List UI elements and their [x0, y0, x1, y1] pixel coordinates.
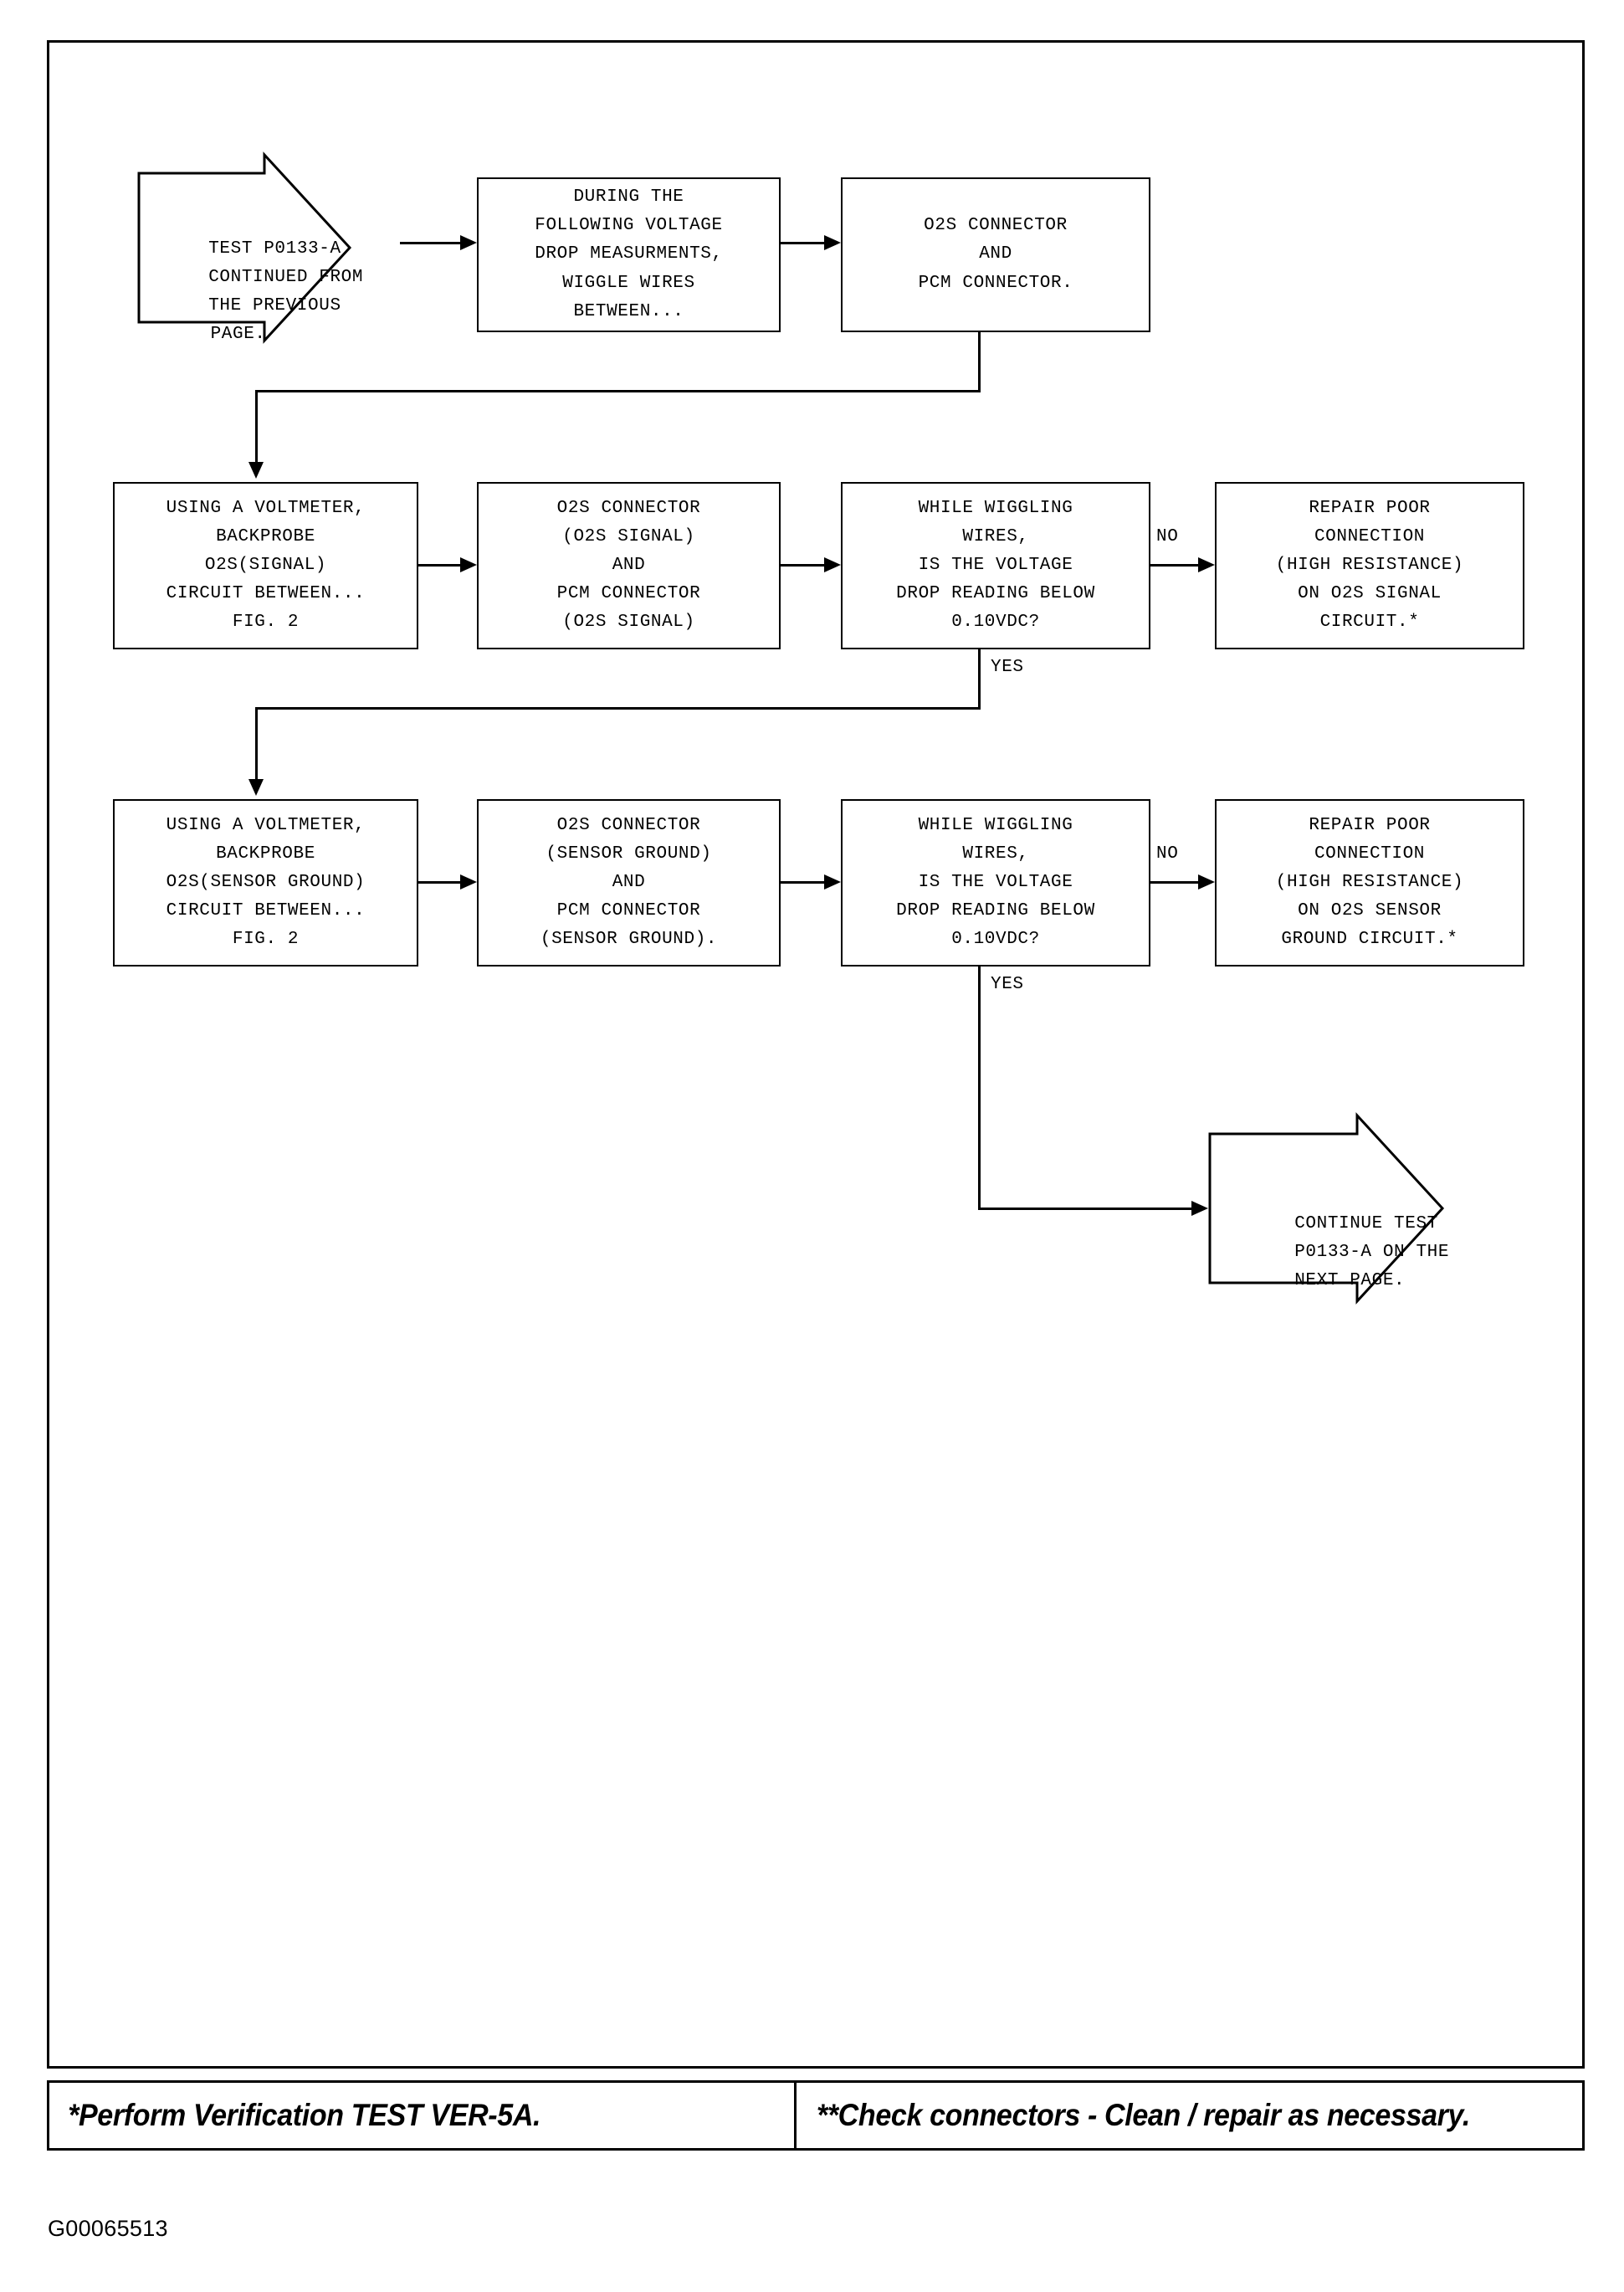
connector-decision-signal-yes-drop	[978, 649, 981, 710]
connector-decision-signal-no	[1150, 564, 1200, 567]
arrowhead-start-to-wiggle	[460, 235, 477, 250]
connector-row2-to-row3-horizontal	[255, 707, 981, 710]
connector-decision-ground-yes-drop	[978, 967, 981, 1209]
node-end-terminator-text: CONTINUE TEST P0133-A ON THE NEXT PAGE.	[1294, 1214, 1450, 1291]
arrowhead-backprobe-to-connectors-signal	[460, 557, 477, 572]
connector-backprobe-to-connectors-signal	[418, 564, 462, 567]
connector-row1-drop	[978, 332, 981, 392]
arrowhead-into-end-terminator	[1191, 1201, 1208, 1216]
branch-label-ground-yes: YES	[991, 975, 1024, 994]
footer-note-double-star: **Check connectors - Clean / repair as n…	[816, 2098, 1470, 2132]
page-border	[47, 40, 1585, 2069]
connector-start-to-wiggle	[400, 242, 462, 244]
connector-to-end-terminator	[978, 1208, 1196, 1210]
figure-id-label: G00065513	[48, 2216, 168, 2241]
node-connectors-ground: O2S CONNECTOR (SENSOR GROUND) AND PCM CO…	[477, 799, 781, 967]
node-backprobe-signal: USING A VOLTMETER, BACKPROBE O2S(SIGNAL)…	[113, 482, 418, 649]
connector-wiggle-to-connectors	[781, 242, 826, 244]
connector-decision-ground-no	[1150, 881, 1200, 884]
arrowhead-into-backprobe-signal	[248, 462, 264, 479]
connector-row1-to-row2-horizontal	[255, 390, 981, 392]
arrow-terminator-shape	[137, 151, 352, 344]
node-start-terminator-text: TEST P0133-A CONTINUED FROM THE PREVIOUS…	[208, 239, 364, 345]
footer-note-single-star: *Perform Verification TEST VER-5A.	[68, 2098, 541, 2132]
node-decision-signal: WHILE WIGGLING WIRES, IS THE VOLTAGE DRO…	[841, 482, 1150, 649]
arrow-terminator-shape-end	[1208, 1112, 1445, 1305]
connector-connectors-to-decision-ground	[781, 881, 826, 884]
node-repair-signal: REPAIR POOR CONNECTION (HIGH RESISTANCE)…	[1215, 482, 1524, 649]
arrowhead-connectors-to-decision-ground	[824, 874, 841, 890]
connector-row3-entry-drop	[255, 707, 258, 785]
node-backprobe-ground: USING A VOLTMETER, BACKPROBE O2S(SENSOR …	[113, 799, 418, 967]
arrowhead-decision-signal-no	[1198, 557, 1215, 572]
connector-connectors-to-decision-signal	[781, 564, 826, 567]
connector-row2-entry-drop	[255, 390, 258, 468]
footer-note-bar: *Perform Verification TEST VER-5A. **Che…	[47, 2080, 1585, 2151]
connector-backprobe-to-connectors-ground	[418, 881, 462, 884]
node-connectors-signal: O2S CONNECTOR (O2S SIGNAL) AND PCM CONNE…	[477, 482, 781, 649]
node-repair-ground: REPAIR POOR CONNECTION (HIGH RESISTANCE)…	[1215, 799, 1524, 967]
node-wiggle-instruction: DURING THE FOLLOWING VOLTAGE DROP MEASUR…	[477, 177, 781, 332]
branch-label-ground-no: NO	[1156, 844, 1179, 864]
arrowhead-wiggle-to-connectors	[824, 235, 841, 250]
arrowhead-decision-ground-no	[1198, 874, 1215, 890]
arrowhead-into-backprobe-ground	[248, 779, 264, 796]
arrowhead-backprobe-to-connectors-ground	[460, 874, 477, 890]
footer-divider	[794, 2083, 797, 2148]
node-start-terminator: TEST P0133-A CONTINUED FROM THE PREVIOUS…	[137, 151, 362, 344]
branch-label-signal-no: NO	[1156, 527, 1179, 546]
node-connectors-o2s-pcm: O2S CONNECTOR AND PCM CONNECTOR.	[841, 177, 1150, 332]
node-end-terminator: CONTINUE TEST P0133-A ON THE NEXT PAGE.	[1208, 1112, 1448, 1305]
branch-label-signal-yes: YES	[991, 658, 1024, 677]
arrowhead-connectors-to-decision-signal	[824, 557, 841, 572]
node-decision-ground: WHILE WIGGLING WIRES, IS THE VOLTAGE DRO…	[841, 799, 1150, 967]
